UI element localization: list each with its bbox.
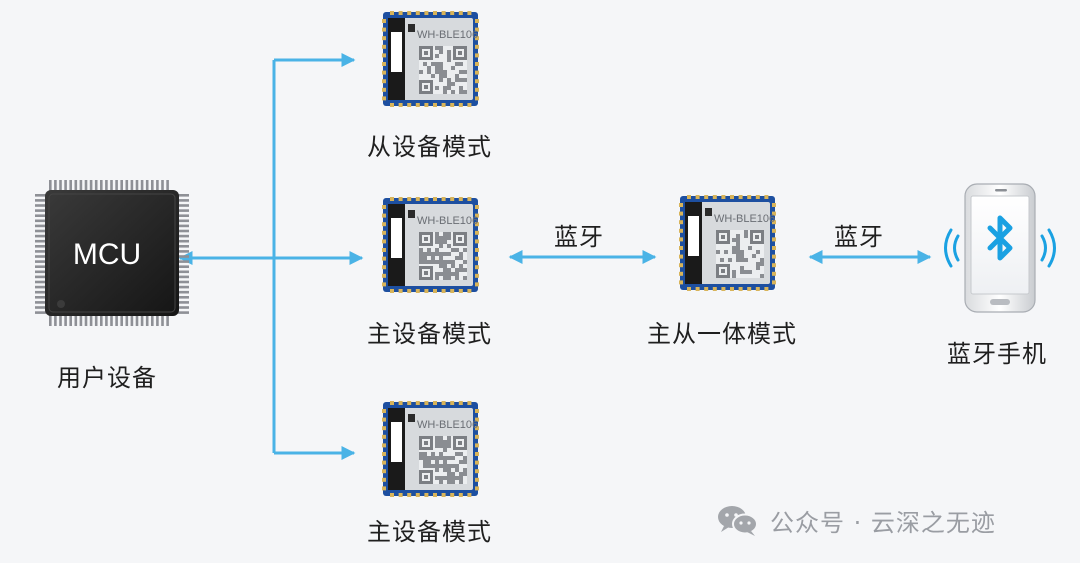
bluetooth-icon (987, 215, 1013, 261)
qr-code-icon (419, 232, 467, 280)
signal-waves-icon (944, 228, 1056, 268)
mcu-chip: MCU (35, 180, 189, 326)
watermark: 公众号 · 云深之无迹 (716, 500, 996, 540)
ble-module-slave: WH-BLE106 (382, 11, 479, 107)
module-master-slave-caption: 主从一体模式 (647, 320, 797, 348)
wechat-icon (718, 506, 758, 536)
ble-module-master-slave: WH-BLE106 (679, 195, 776, 291)
mcu-caption: 用户设备 (57, 364, 157, 392)
qr-code-icon (716, 230, 764, 278)
phone-caption: 蓝牙手机 (947, 340, 1047, 368)
mcu-connection-lines (178, 53, 932, 460)
chip-pins (35, 180, 189, 326)
qr-code-icon (419, 46, 467, 94)
module-master-1-caption: 主设备模式 (367, 320, 492, 348)
ble-module-master-1: WH-BLE106 (382, 197, 479, 293)
mcu-chip-label: MCU (73, 238, 141, 271)
module-slave-caption: 从设备模式 (367, 133, 492, 161)
bluetooth-phone (964, 183, 1036, 313)
module-marking: WH-BLE106 (417, 29, 478, 41)
bluetooth-link-left-label: 蓝牙 (554, 223, 604, 251)
watermark-text: 公众号 · 云深之无迹 (770, 508, 996, 537)
module-master-2-caption: 主设备模式 (367, 518, 492, 546)
module-marking: WH-BLE106 (417, 419, 478, 431)
module-marking: WH-BLE106 (714, 213, 775, 225)
qr-code-icon (419, 436, 467, 484)
ble-module-master-2: WH-BLE106 (382, 401, 479, 497)
bluetooth-link-right-label: 蓝牙 (834, 223, 884, 251)
module-marking: WH-BLE106 (417, 215, 478, 227)
